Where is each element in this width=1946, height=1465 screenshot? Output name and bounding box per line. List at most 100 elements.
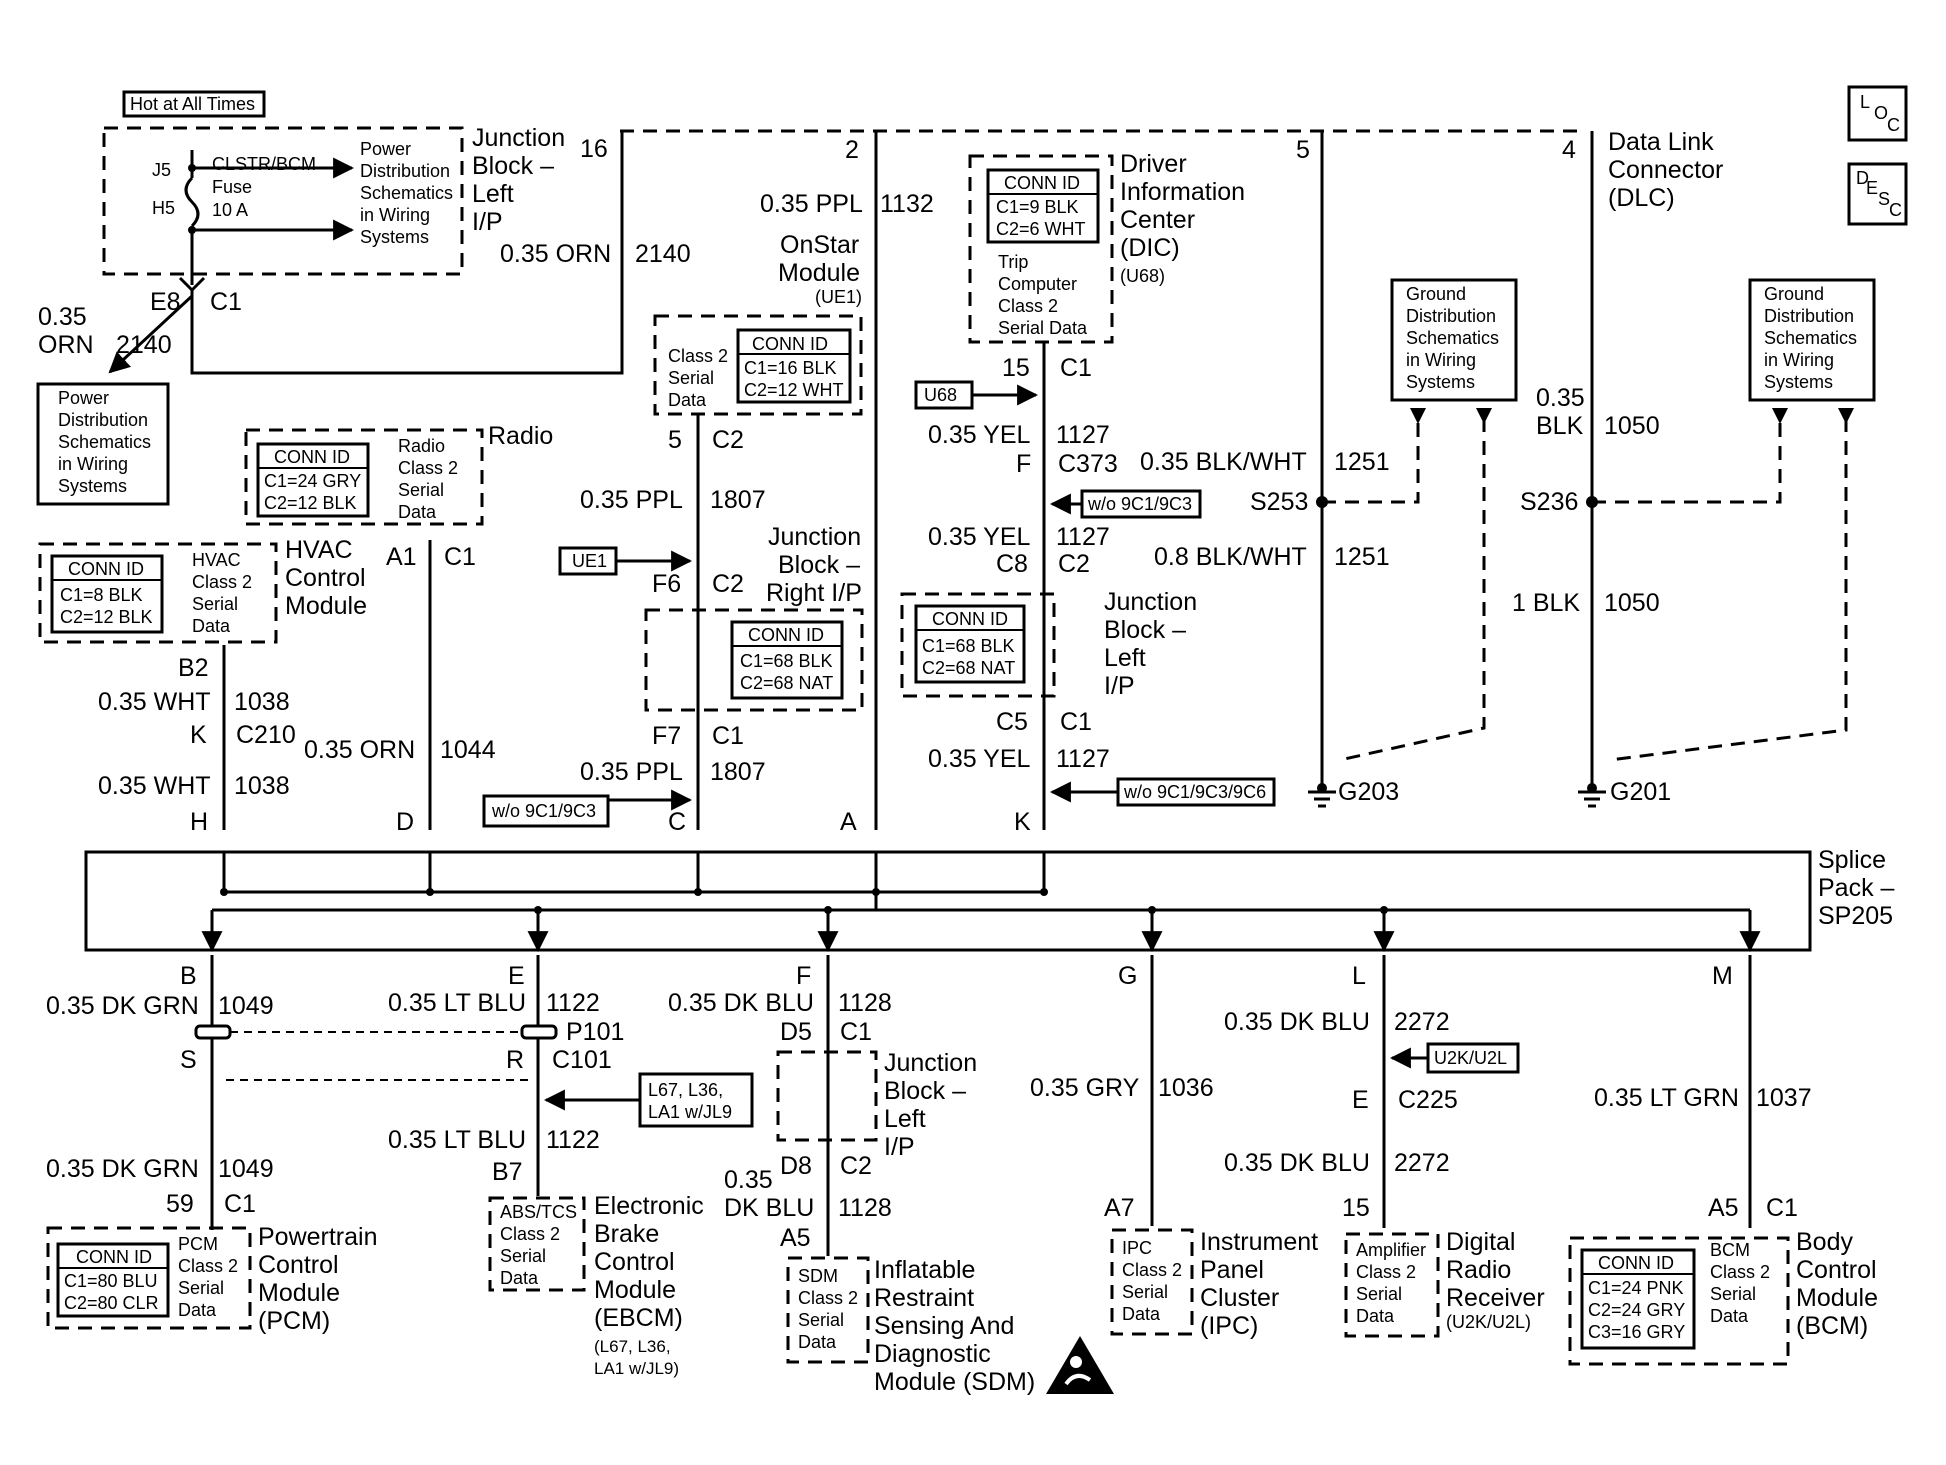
connector-pin: A7: [1104, 1194, 1135, 1222]
hvac-title: Control: [285, 564, 366, 592]
wire-color-label: 0.35 DK BLU: [1224, 1149, 1370, 1177]
connector-pin: R: [506, 1046, 524, 1074]
connector-id: C2: [712, 426, 744, 454]
circuit-number: 2272: [1394, 1149, 1450, 1177]
conn-id-row: C3=16 GRY: [1588, 1322, 1685, 1342]
radio-outline: [244, 428, 484, 526]
circuit-number: 1044: [440, 736, 496, 764]
sdm-title: Inflatable: [874, 1256, 975, 1284]
ground-dist-box: [1748, 278, 1876, 402]
circuit-number: 1036: [1158, 1074, 1214, 1102]
serial-data-label: Class 2: [500, 1224, 560, 1244]
power-dist-label: Systems: [58, 476, 127, 496]
connector-id: C1: [1060, 354, 1092, 382]
ground-dist-label: Schematics: [1406, 328, 1499, 348]
connector-id: C2: [840, 1152, 872, 1180]
option-code: w/o 9C1/9C3: [1087, 494, 1192, 514]
conn-id-row: C1=80 BLU: [64, 1271, 158, 1291]
wire-color-label: 0.8 BLK/WHT: [1154, 543, 1307, 571]
conn-id-box: [730, 620, 844, 700]
splice-connector-icon: [194, 1024, 232, 1040]
conn-id-row: C1=24 PNK: [1588, 1278, 1684, 1298]
ebcm-title: Control: [594, 1248, 675, 1276]
bcm-title: Control: [1796, 1256, 1877, 1284]
wire-color-label: 0.35 YEL: [928, 421, 1031, 449]
connector-id: C1: [840, 1018, 872, 1046]
serial-data-label: Data: [398, 502, 437, 522]
serial-data-label: Computer: [998, 274, 1077, 294]
ground-label: G201: [1610, 778, 1671, 806]
jb-title: Block –: [1104, 616, 1186, 644]
serial-data-label: Serial: [798, 1310, 844, 1330]
ipc-title: Instrument: [1200, 1228, 1318, 1256]
serial-data-label: Serial: [178, 1278, 224, 1298]
circuit-number: 1807: [710, 758, 766, 786]
jb-right-title: Block –: [778, 551, 860, 579]
conn-id-header: CONN ID: [748, 625, 824, 645]
option-box: [1426, 1042, 1520, 1074]
serial-data-label: Data: [192, 616, 231, 636]
circuit-number: 1127: [1056, 745, 1110, 773]
connector-pin: 59: [166, 1190, 194, 1218]
option-code: U68: [924, 385, 957, 405]
power-dist-label: Power: [58, 388, 109, 408]
conn-id-box: [50, 554, 164, 634]
option-code: w/o 9C1/9C3/9C6: [1123, 782, 1266, 802]
wire-color-label: 0.35 YEL: [928, 745, 1031, 773]
serial-data-label: Amplifier: [1356, 1240, 1426, 1260]
jb-title: Left: [1104, 644, 1146, 672]
ground-dist-label: in Wiring: [1406, 350, 1476, 370]
jb-title: Junction: [1104, 588, 1197, 616]
dic-module-outline: [968, 154, 1114, 344]
circuit-number: 1251: [1334, 543, 1390, 571]
jb-left-mid-outline: [900, 592, 1056, 698]
hvac-outline: [38, 542, 278, 644]
conn-id-header: CONN ID: [274, 447, 350, 467]
hvac-title: Module: [285, 592, 367, 620]
serial-data-label: BCM: [1710, 1240, 1750, 1260]
ground-dist-box: [1390, 278, 1518, 402]
sdm-title: Diagnostic: [874, 1340, 991, 1368]
wire-color-label: ORN: [38, 331, 94, 359]
option-box: [1080, 489, 1202, 519]
connector-pin: F7: [652, 722, 681, 750]
circuit-number: 1037: [1756, 1084, 1812, 1112]
pcm-title: Powertrain: [258, 1223, 378, 1251]
ground-dist-label: in Wiring: [1764, 350, 1834, 370]
option-code: (U2K/U2L): [1446, 1312, 1531, 1332]
wire-color-label: 0.35 LT BLU: [388, 1126, 526, 1154]
option-code: w/o 9C1/9C3: [491, 801, 596, 821]
dic-title: Driver: [1120, 150, 1187, 178]
option-code: LA1 w/JL9: [648, 1102, 732, 1122]
ebcm-title: Module: [594, 1276, 676, 1304]
conn-id-row: C1=68 BLK: [922, 636, 1015, 656]
circuit-number: 1807: [710, 486, 766, 514]
connector-pin: F: [1016, 450, 1031, 478]
power-dist-label: Schematics: [58, 432, 151, 452]
loc-icon[interactable]: LOC: [1847, 85, 1908, 142]
connector-pin: C8: [996, 550, 1028, 578]
serial-data-label: Serial: [500, 1246, 546, 1266]
conn-id-row: C1=16 BLK: [744, 358, 837, 378]
wire-color-label: 0.35 LT GRN: [1594, 1084, 1739, 1112]
jb-title: I/P: [884, 1133, 915, 1161]
conn-id-header: CONN ID: [68, 559, 144, 579]
connector-pin: M: [1712, 962, 1733, 990]
connector-pin: C: [668, 808, 686, 836]
dic-title: Information: [1120, 178, 1245, 206]
connector-pin: F6: [652, 570, 681, 598]
serial-data-label: Data: [500, 1268, 539, 1288]
connector-pin: 15: [1002, 354, 1030, 382]
circuit-number: 2140: [116, 331, 172, 359]
svg-text:E: E: [1866, 178, 1878, 198]
fuse-icon: [184, 150, 355, 270]
circuit-number: 1122: [546, 989, 600, 1017]
wire-color-label: 0.35 BLK/WHT: [1140, 448, 1307, 476]
wire-color-label: 1 BLK: [1512, 589, 1580, 617]
connector-pin: G: [1118, 962, 1137, 990]
splice-pack-taps: [201, 852, 1761, 953]
conn-id-row: C2=6 WHT: [996, 219, 1086, 239]
ipc-title: (IPC): [1200, 1312, 1258, 1340]
ground-dist-label: Ground: [1764, 284, 1824, 304]
